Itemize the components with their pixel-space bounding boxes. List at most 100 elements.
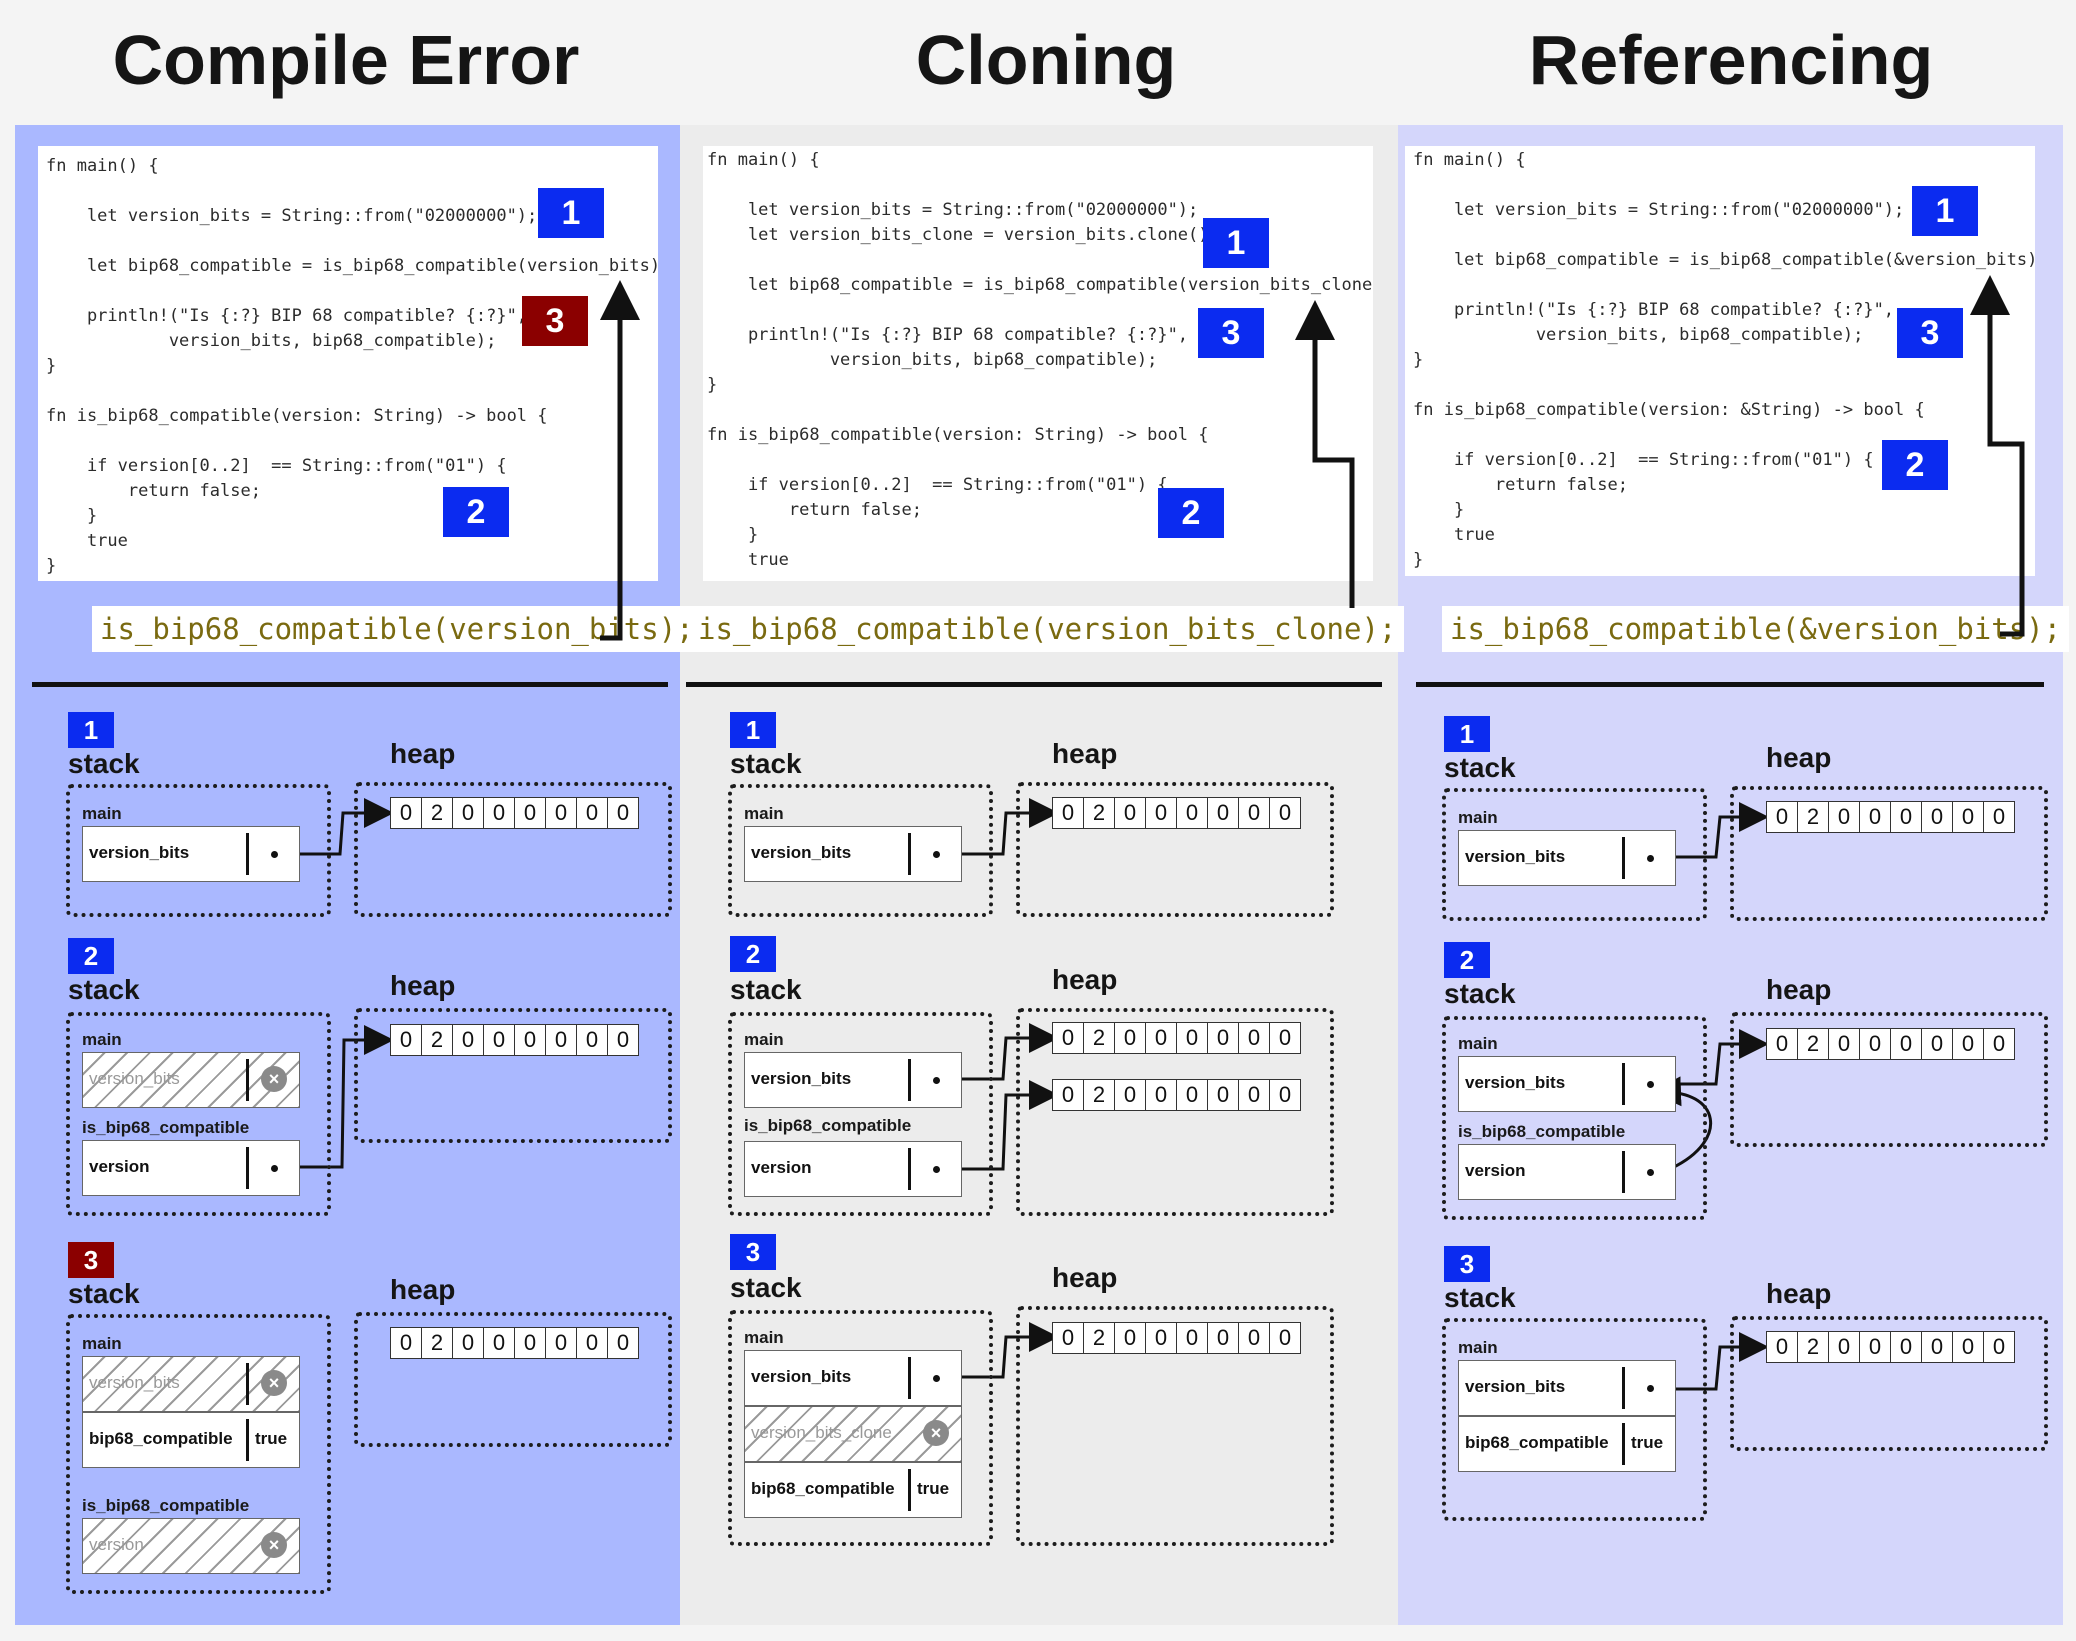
frame-label-main: main [744, 804, 784, 823]
stack-label: stack [1444, 752, 1516, 783]
stack-cell-version: version [744, 1141, 962, 1197]
heap-byte: 0 [1278, 800, 1292, 825]
heap-byte: 0 [1992, 1031, 2006, 1056]
step-badge-2: 2 [1882, 440, 1948, 490]
heap-byte: 0 [1860, 1332, 1891, 1362]
stack-cell-version-dropped: version× [82, 1518, 300, 1574]
heap-byte: 2 [422, 1025, 453, 1055]
heap-byte: 0 [1767, 802, 1798, 832]
stack-cell-version-bits: version_bits [82, 826, 300, 882]
step-badge-3-error: 3 [522, 296, 588, 346]
code-line: } [1413, 350, 1424, 370]
heap-byte: 0 [1146, 1323, 1177, 1353]
frame-label-main: main [1458, 1034, 1498, 1053]
heap-byte: 0 [1860, 1029, 1891, 1059]
heap-byte: 0 [1767, 1332, 1798, 1362]
step-badge-3: 3 [1198, 308, 1264, 358]
stack-cell-version-bits: version_bits [1458, 1360, 1676, 1416]
heap-byte: 0 [1177, 1323, 1208, 1353]
frame-label-fn: is_bip68_compatible [1458, 1122, 1626, 1141]
memory-step-badge-3: 3 [730, 1234, 776, 1270]
heap-byte: 0 [1239, 1080, 1270, 1110]
heap-byte: 2 [1084, 1323, 1115, 1353]
heap-byte: 0 [391, 798, 422, 828]
heap-label: heap [1052, 964, 1118, 995]
heap-box [354, 1008, 672, 1143]
heap-label: heap [390, 1274, 456, 1305]
stack-box [1442, 1318, 1707, 1521]
code-line: true [707, 550, 789, 570]
code-line: let bip68_compatible = is_bip68_compatib… [46, 256, 658, 276]
stack-label: stack [1444, 978, 1516, 1009]
heap-byte: 2 [422, 798, 453, 828]
heap-byte: 0 [1115, 798, 1146, 828]
heap-byte: 0 [616, 800, 630, 825]
code-line: let bip68_compatible = is_bip68_compatib… [707, 275, 1373, 295]
memory-step-badge-1: 1 [730, 712, 776, 748]
invalid-x-icon: × [923, 1420, 949, 1446]
heap-label: heap [1052, 738, 1118, 769]
heap-byte: 0 [1177, 1023, 1208, 1053]
heap-byte: 0 [1860, 802, 1891, 832]
stack-box [1442, 1016, 1707, 1220]
memory-step-badge-2: 2 [68, 938, 114, 974]
code-line: println!("Is {:?} BIP 68 compatible? {:?… [46, 306, 528, 326]
call-expression-referencing: is_bip68_compatible(&version_bits); [1442, 606, 2070, 652]
stack-cell-version-bits-moved: version_bits× [82, 1356, 300, 1412]
heap-byte: 0 [1891, 802, 1922, 832]
frame-label-main: main [1458, 808, 1498, 827]
heap-label: heap [1766, 742, 1832, 773]
call-expression-compile-error: is_bip68_compatible(version_bits); [92, 606, 702, 652]
title-referencing: Referencing [1528, 21, 1934, 99]
heap-label: heap [1766, 974, 1832, 1005]
heap-box [354, 782, 672, 917]
memory-step-badge-3: 3 [1444, 1246, 1490, 1282]
stack-cell-version-bits: version_bits [744, 1350, 962, 1406]
frame-label-fn: is_bip68_compatible [744, 1116, 912, 1135]
heap-byte: 0 [515, 1328, 546, 1358]
title-compile-error: Compile Error [112, 21, 580, 99]
code-line: if version[0..2] == String::from("01") { [707, 475, 1168, 495]
stack-box [728, 1310, 993, 1546]
heap-byte: 0 [1239, 1023, 1270, 1053]
heap-label: heap [1052, 1262, 1118, 1293]
code-line: version_bits, bip68_compatible); [1413, 325, 1864, 345]
code-line: fn main() { [46, 156, 159, 176]
frame-label-main: main [82, 1030, 122, 1049]
heap-label: heap [390, 738, 456, 769]
stack-cell-version-ref: version [1458, 1144, 1676, 1200]
heap-byte: 0 [577, 1025, 608, 1055]
heap-box [1730, 1012, 2048, 1147]
heap-byte: 2 [1798, 802, 1829, 832]
code-line: return false; [1413, 475, 1628, 495]
code-line: if version[0..2] == String::from("01") { [46, 456, 507, 476]
title-cloning: Cloning [915, 21, 1177, 99]
call-expression-cloning: is_bip68_compatible(version_bits_clone); [690, 606, 1405, 652]
code-line: version_bits, bip68_compatible); [46, 331, 497, 351]
heap-byte: 0 [1239, 1323, 1270, 1353]
heap-box [354, 1312, 672, 1447]
stack-box [66, 1012, 331, 1216]
heap-box [1730, 1316, 2048, 1451]
stack-cell-version-bits: version_bits [1458, 1056, 1676, 1112]
heap-byte: 0 [515, 798, 546, 828]
stack-label: stack [730, 974, 802, 1005]
heap-box [1016, 1008, 1334, 1216]
stack-label: stack [68, 748, 140, 779]
heap-byte: 0 [1891, 1332, 1922, 1362]
heap-byte: 0 [1239, 798, 1270, 828]
invalid-x-icon: × [261, 1532, 287, 1558]
heap-byte: 0 [1953, 802, 1984, 832]
heap-byte: 0 [546, 1025, 577, 1055]
heap-byte: 0 [546, 1328, 577, 1358]
heap-byte: 0 [453, 798, 484, 828]
step-badge-3: 3 [1897, 308, 1963, 358]
heap-byte: 2 [1084, 1080, 1115, 1110]
heap-byte: 0 [1053, 798, 1084, 828]
